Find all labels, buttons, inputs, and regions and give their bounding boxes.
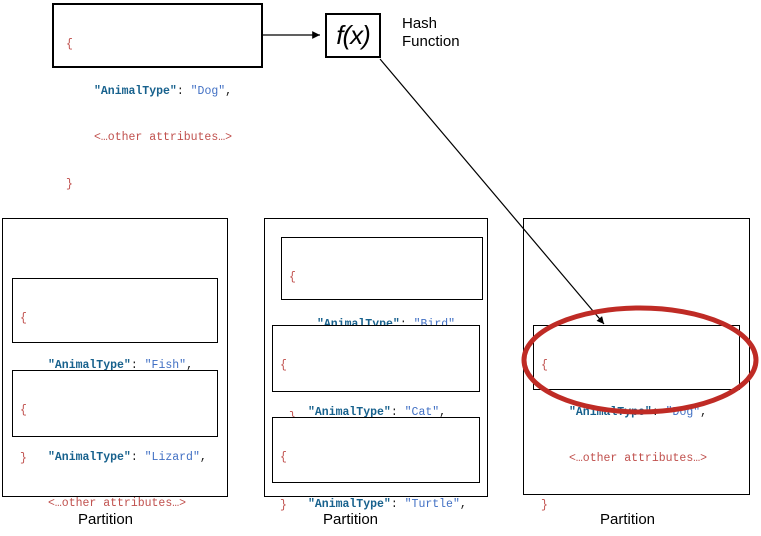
- code-key: "AnimalType": [48, 450, 131, 464]
- code-other-attributes: <…other attributes…>: [94, 131, 233, 144]
- code-open-brace: {: [541, 359, 548, 372]
- code-comma: ,: [459, 497, 467, 511]
- hash-function-label-line2: Function: [402, 33, 460, 50]
- code-comma: ,: [225, 84, 233, 98]
- hash-function-symbol: f(x): [336, 20, 371, 50]
- code-key: "AnimalType": [48, 358, 131, 372]
- code-value: "Dog": [190, 84, 226, 98]
- code-open-brace: {: [20, 404, 27, 417]
- record-source-dog: { "AnimalType": "Dog", <…other attribute…: [52, 3, 263, 191]
- record-dog: { "AnimalType": "Dog", <…other attribute…: [533, 325, 740, 512]
- record-fish: { "AnimalType": "Fish", <…other attribut…: [12, 278, 218, 465]
- hash-function-label-line1: Hash: [402, 15, 438, 32]
- partition-label-right: Partition: [600, 511, 656, 528]
- code-key: "AnimalType": [308, 497, 391, 511]
- partition-label-left: Partition: [78, 511, 134, 528]
- code-comma: ,: [439, 405, 447, 419]
- code-colon: :: [176, 84, 191, 98]
- code-value: "Cat": [404, 405, 440, 419]
- code-value: "Fish": [144, 358, 187, 372]
- code-key: "AnimalType": [569, 405, 652, 419]
- code-comma: ,: [186, 358, 193, 372]
- code-value: "Lizard": [144, 450, 200, 464]
- code-colon: :: [390, 497, 405, 511]
- code-other-attributes: <…other attributes…>: [48, 497, 187, 510]
- record-bird: { "AnimalType": "Bird", <…other attribut…: [281, 237, 483, 424]
- record-turtle: { "AnimalType": "Turtle", <…other attrib…: [272, 417, 480, 511]
- code-open-brace: {: [289, 271, 296, 284]
- code-comma: ,: [199, 450, 207, 464]
- code-close-brace: }: [541, 498, 548, 512]
- code-other-attributes: <…other attributes…>: [569, 452, 708, 465]
- code-key: "AnimalType": [94, 84, 177, 98]
- partition-left: [2, 218, 228, 497]
- hash-function-label: Hash Function: [402, 15, 460, 51]
- code-colon: :: [130, 358, 145, 372]
- code-open-brace: {: [280, 451, 287, 464]
- code-colon: :: [390, 405, 405, 419]
- code-value: "Dog": [665, 405, 701, 419]
- code-close-brace: }: [66, 177, 73, 191]
- code-close-brace: }: [280, 498, 287, 512]
- partition-label-middle: Partition: [323, 511, 379, 528]
- code-colon: :: [130, 450, 145, 464]
- code-open-brace: {: [280, 359, 287, 372]
- code-close-brace: }: [20, 451, 27, 465]
- code-comma: ,: [700, 405, 708, 419]
- record-cat: { "AnimalType": "Cat", <…other attribute…: [272, 325, 480, 512]
- hash-function-box: f(x): [325, 13, 381, 58]
- code-open-brace: {: [66, 38, 73, 51]
- code-open-brace: {: [20, 312, 27, 325]
- record-lizard: { "AnimalType": "Lizard", <…other attrib…: [12, 370, 218, 510]
- code-value: "Turtle": [404, 497, 460, 511]
- code-key: "AnimalType": [308, 405, 391, 419]
- code-colon: :: [651, 405, 666, 419]
